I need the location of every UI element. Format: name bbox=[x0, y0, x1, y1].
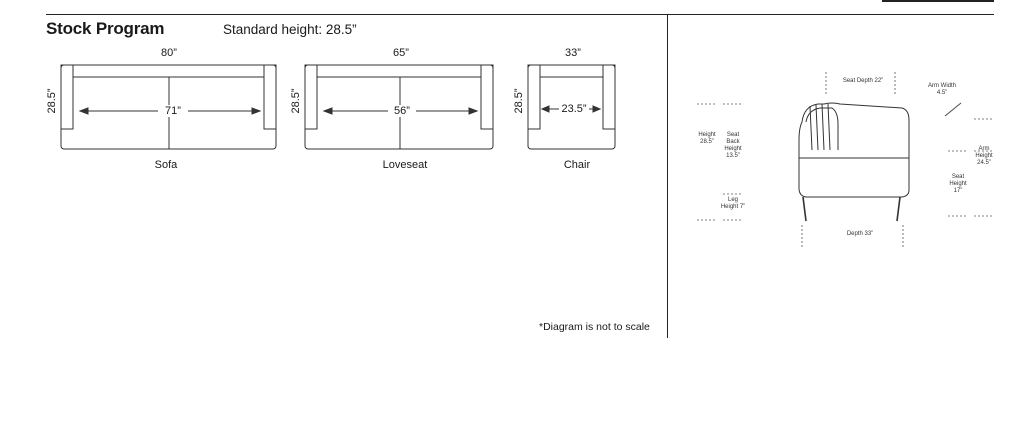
sofa-side-body bbox=[798, 102, 910, 198]
arm-height-label: Arm Height 24.5” bbox=[975, 146, 993, 166]
chair-right-arm bbox=[602, 64, 616, 130]
loveseat-right-arm bbox=[480, 64, 494, 130]
sofa-side-silhouette bbox=[798, 102, 910, 222]
sofa-arrowhead-left bbox=[78, 107, 89, 115]
sofa-left-arm bbox=[60, 64, 74, 130]
depth-label: Depth 33” bbox=[846, 231, 874, 237]
front-leg bbox=[802, 196, 807, 222]
back-channel-4 bbox=[827, 103, 831, 151]
back-channel-1 bbox=[809, 105, 813, 151]
sofa-width-label: 80” bbox=[161, 47, 177, 59]
sofa-side-back-roll bbox=[805, 107, 839, 150]
chair-arrowhead-right bbox=[592, 105, 602, 113]
chair-width-label: 33” bbox=[565, 47, 581, 59]
section-divider bbox=[667, 14, 668, 338]
sofa-diagram bbox=[60, 64, 277, 150]
sofa-right-arm bbox=[263, 64, 277, 130]
arm-width-label: Arm Width 4.5” bbox=[927, 83, 956, 96]
loveseat-arrowhead-left bbox=[322, 107, 333, 115]
header-rule bbox=[46, 14, 994, 15]
loveseat-left-arm bbox=[304, 64, 318, 130]
loveseat-width-label: 65” bbox=[393, 47, 409, 59]
chair-inner-width-label: 23.5” bbox=[559, 103, 589, 115]
leg-height-label: Leg Height 7” bbox=[720, 197, 746, 210]
back-leg bbox=[896, 196, 901, 222]
seat-back-height-label: Seat Back Height 13.5” bbox=[724, 132, 742, 159]
back-channel-2 bbox=[815, 104, 819, 151]
arm-width-leader bbox=[944, 102, 962, 117]
back-channel-3 bbox=[821, 103, 825, 151]
chair-left-arm bbox=[527, 64, 541, 130]
seat-depth-label: Seat Depth 22” bbox=[842, 78, 884, 84]
page-title: Stock Program bbox=[46, 19, 165, 38]
sofa-inner-width-label: 71” bbox=[158, 105, 188, 117]
footnote: *Diagram is not to scale bbox=[539, 321, 650, 333]
header-tab-rule bbox=[882, 0, 994, 2]
sofa-name: Sofa bbox=[154, 159, 178, 171]
loveseat-name: Loveseat bbox=[382, 159, 428, 171]
sofa-arrowhead-right bbox=[251, 107, 262, 115]
chair-diagram bbox=[527, 64, 616, 150]
standard-height-text: Standard height: 28.5” bbox=[223, 22, 357, 37]
loveseat-inner-width-label: 56” bbox=[388, 105, 416, 117]
chair-arrowhead-left bbox=[540, 105, 550, 113]
height-label: Height 28.5” bbox=[698, 132, 716, 145]
seat-height-label: Seat Height 17” bbox=[949, 174, 967, 194]
chair-name: Chair bbox=[563, 159, 591, 171]
loveseat-arrowhead-right bbox=[468, 107, 479, 115]
